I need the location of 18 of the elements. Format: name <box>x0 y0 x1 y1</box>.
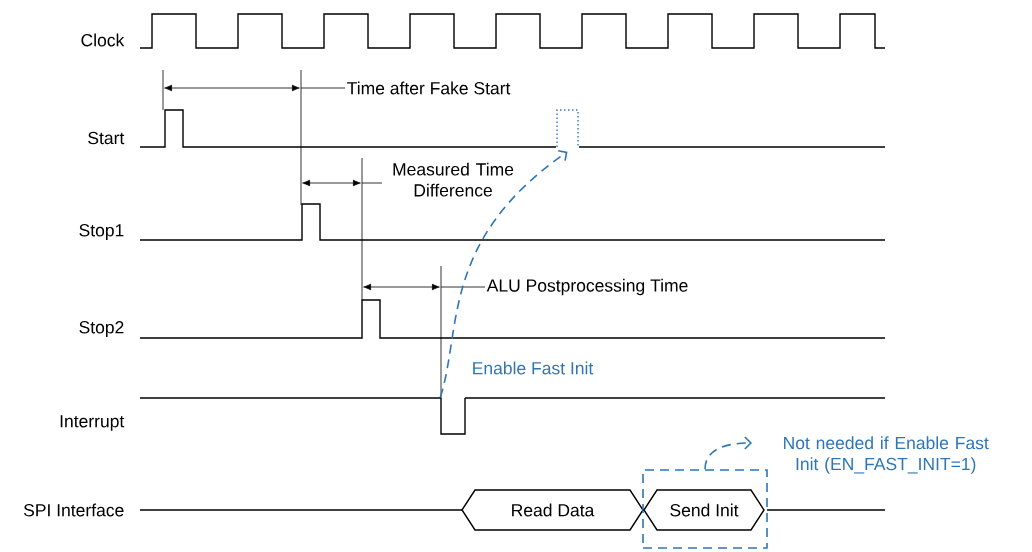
dotted-pulse <box>556 109 579 148</box>
bus-segment: Send Init <box>643 489 765 531</box>
signal-name: Interrupt <box>60 415 125 431</box>
interrupt-pulse <box>440 397 466 435</box>
signal-name: SPI Interface <box>23 503 124 517</box>
edge-label: Enable Fast Init <box>473 361 594 375</box>
note-text: Not needed if Enable Fast Init (EN_FAST_INIT=1) <box>784 436 989 474</box>
dashed-arrow <box>439 150 568 399</box>
signal-name: Stop1 <box>79 224 124 240</box>
signal-name: Start <box>88 131 125 145</box>
timing-label: Measured Time Difference <box>393 162 514 197</box>
dashed-box <box>642 469 768 549</box>
timing-label: Time after Fake Start <box>347 81 511 95</box>
signal-name: Clock <box>81 33 125 47</box>
dashed-arrow <box>704 436 752 470</box>
signal-name: Stop2 <box>79 321 124 337</box>
bus-segment: Read Data <box>461 489 644 531</box>
timing-label: ALU Postprocessing Time <box>486 278 688 296</box>
